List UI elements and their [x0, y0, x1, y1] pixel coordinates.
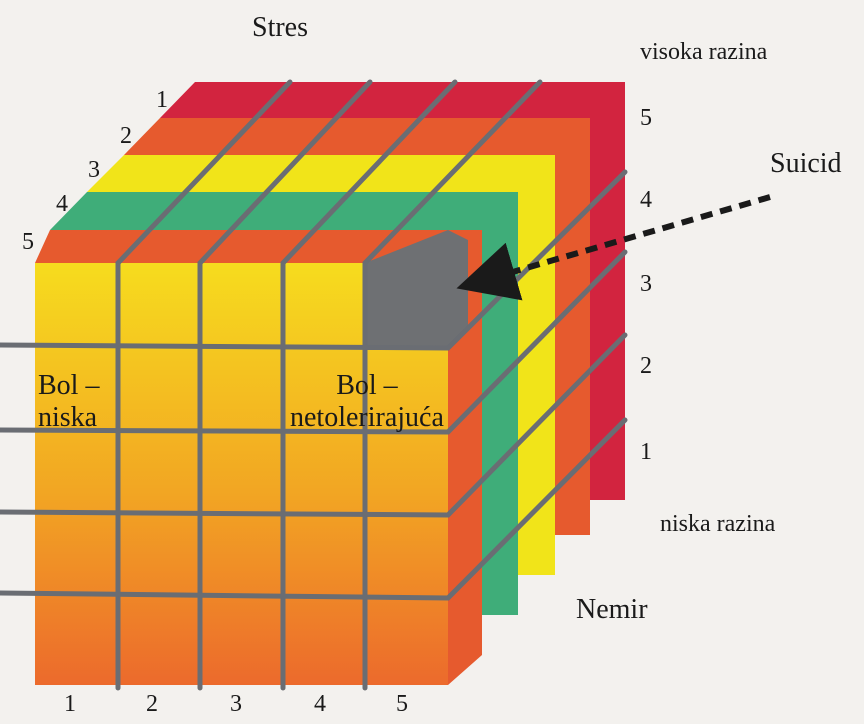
nemir-scale-2: 2 — [640, 353, 652, 379]
bol-scale-5: 5 — [396, 691, 408, 717]
bol-scale-2: 2 — [146, 691, 158, 717]
pain-intolerable-label: Bol – netolerirajuća — [290, 370, 444, 434]
stres-scale-1: 1 — [156, 87, 168, 113]
level-low-label: niska razina — [660, 511, 776, 537]
grid-line — [0, 249, 628, 435]
stres-scale-2: 2 — [120, 123, 132, 149]
grid-lines — [0, 79, 628, 691]
pain-low-label: Bol – niska — [38, 370, 100, 434]
nemir-scale-3: 3 — [640, 271, 652, 297]
suicide-arrow — [456, 194, 771, 301]
level-high-label: visoka razina — [640, 39, 768, 65]
nemir-scale-1: 1 — [640, 439, 652, 465]
nemir-scale-4: 4 — [640, 187, 652, 213]
grid-line — [280, 79, 458, 691]
grid-line — [197, 79, 373, 691]
grid-line — [0, 332, 628, 518]
bol-scale-3: 3 — [230, 691, 242, 717]
axis-title-stres: Stres — [252, 12, 308, 43]
bol-scale-1: 1 — [64, 691, 76, 717]
suicide-label: Suicid — [770, 148, 842, 179]
stres-scale-4: 4 — [56, 191, 68, 217]
stres-scale-3: 3 — [88, 157, 100, 183]
nemir-scale-5: 5 — [640, 105, 652, 131]
grid-line — [362, 79, 543, 691]
grid-line — [0, 417, 628, 601]
axis-title-nemir: Nemir — [576, 594, 648, 625]
suicide-cell — [365, 230, 468, 350]
grid-line — [115, 79, 293, 691]
grid-line — [0, 169, 628, 351]
bol-scale-4: 4 — [314, 691, 326, 717]
stres-scale-5: 5 — [22, 229, 34, 255]
